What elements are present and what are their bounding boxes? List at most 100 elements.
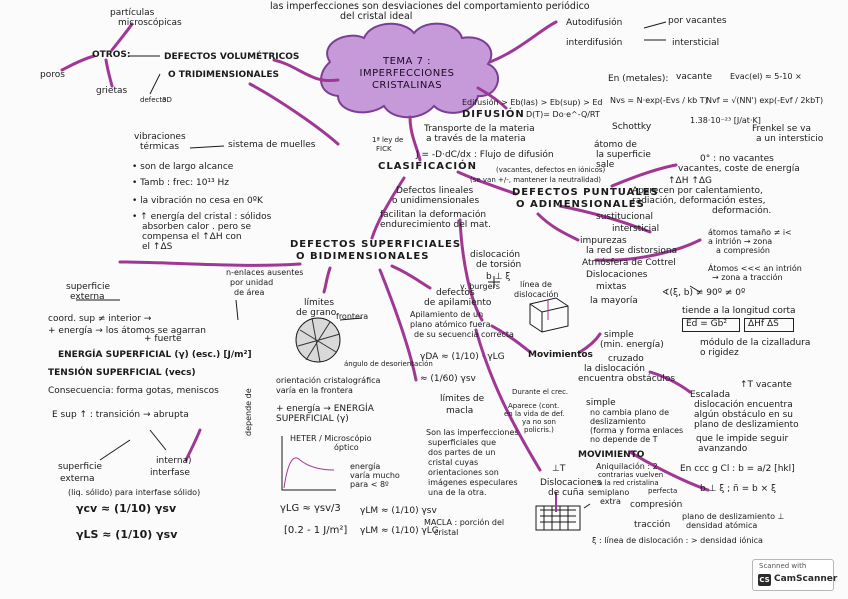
tension-superficial: TENSIÓN SUPERFICIAL (vecs) — [48, 368, 196, 378]
linea-label-1: línea de — [520, 280, 552, 289]
aparece-line-1: Aparece (cont. — [508, 402, 560, 410]
energia-mucho-3: para < 8º — [350, 480, 389, 489]
torsion-line-2: de torsión — [476, 260, 522, 270]
atomos-menores-2: → zona a tracción — [712, 273, 783, 282]
aniquilacion-line-3: a la red cristalina — [598, 479, 659, 487]
grain-boundary-sketch — [295, 317, 341, 363]
dislocation-cube-sketch — [529, 297, 569, 333]
compresion-label: compresión — [630, 500, 683, 510]
atomo-line-1: átomo de — [594, 140, 637, 150]
branch-puntuales-lower — [558, 204, 652, 234]
atomo-line-2: la superficie — [596, 150, 651, 160]
sup-externa-line-2: externa — [70, 292, 105, 302]
vacante-label: vacante — [676, 72, 713, 82]
ed-equation-2: ΔHf ΔS — [748, 319, 779, 329]
puntuales-title-2: O ADIMENSIONALES — [516, 199, 645, 210]
arrow-esup-interfase — [149, 429, 167, 451]
son-line-1: Son las imperfecciones — [426, 428, 519, 437]
branch-volumetricos-to-vibraciones — [248, 82, 340, 146]
superficiales-title-1: DEFECTOS SUPERFICIALES — [290, 239, 462, 250]
camscanner-logo-icon: CS — [758, 574, 771, 586]
arrow-esup-interna — [99, 439, 131, 461]
simple-b-line-2: no cambia plano de — [590, 408, 670, 417]
micro-label: 3D — [162, 96, 172, 104]
bullet-energia: • ↑ energía del cristal : sólidos — [132, 212, 272, 222]
atomos-tamano-3: a compresión — [716, 246, 770, 255]
energia-agarran-2: + fuerte — [144, 334, 182, 344]
ed-equation: Ed = Gb² — [686, 319, 727, 329]
no-vacantes-label: 0° : no vacantes — [700, 154, 774, 164]
sup-externa-b-2: externa — [60, 474, 95, 484]
simple-line-1: simple — [604, 330, 634, 340]
apilamiento-desc-2: plano atómico fuera — [410, 320, 491, 329]
branch-superf-to-apilamiento — [390, 264, 432, 290]
arrow-frontera — [339, 317, 363, 321]
microscopio-line-2: óptico — [334, 443, 359, 452]
simple-b-line-5: no depende de T — [590, 435, 658, 444]
atomo-line-3: sale — [596, 160, 615, 170]
cuna-line-2: de cuña — [548, 488, 584, 498]
delta-h-g-label: ↑ΔH ↑ΔG — [668, 176, 712, 186]
schottky-label: Schottky — [612, 122, 652, 132]
microscopicas-label: microscópicas — [118, 18, 182, 28]
aparecen-line-2: radiación, deformación estes, — [632, 196, 766, 206]
macla-title-2: macla — [446, 406, 474, 416]
aparecen-line-3: deformación. — [712, 206, 772, 216]
cruzado-line-1: cruzado — [608, 354, 644, 364]
son-line-7: una de la otra. — [428, 488, 487, 497]
header-line-1: las imperfecciones son desviaciones del … — [270, 1, 590, 12]
n-enlaces-line-2: por unidad — [230, 278, 274, 287]
gamma-lm-eq-2: γLM ≈ (1/10) γLG — [360, 526, 439, 536]
grietas-label: grietas — [96, 86, 128, 96]
apilamiento-desc-3: de su secuencia correcta — [414, 330, 514, 339]
fick-label: 1ª ley de — [372, 136, 404, 144]
ed-box-2 — [744, 318, 794, 332]
energia-mucho-2: varía mucho — [350, 471, 400, 480]
branch-cloud-to-autodifusion — [488, 20, 558, 64]
liq-sol-label: (liq. sólido) para interfase sólido) — [68, 488, 201, 497]
atomos-tamano-1: átomos tamaño ≠ i< — [708, 228, 792, 237]
title-line-1: TEMA 7 : IMPERFECCIONES — [359, 56, 455, 79]
branch-clasif-to-puntuales — [456, 170, 518, 196]
arrow-compresion — [583, 503, 591, 509]
branch-puntuales-to-impurezas — [536, 212, 580, 242]
son-line-2: superficiales que — [428, 438, 497, 447]
otros-label: OTROS: — [92, 50, 131, 60]
fick-label-2: FICK — [376, 145, 392, 153]
aparece-line-2: en la vida de def. — [504, 410, 565, 418]
sustitucional-label: sustitucional — [596, 212, 654, 222]
puntuales-title-1: DEFECTOS PUNTUALES — [512, 187, 659, 198]
perp-t-label: ⊥T — [552, 464, 566, 474]
branch-mov-to-simple — [578, 332, 602, 354]
branch-clasif-to-superficiales — [370, 176, 406, 240]
poros-label: poros — [40, 70, 65, 80]
bullet-largo-alcance: • son de largo alcance — [132, 162, 234, 172]
son-line-6: imágenes especulares — [428, 478, 518, 487]
gamma-lm-eq: γLM ≈ (1/10) γsv — [360, 506, 437, 516]
gamma-ls-eq: γLS ≈ (1/10) γsv — [76, 528, 178, 541]
impurezas-label: impurezas — [580, 236, 627, 246]
page-title: TEMA 7 : IMPERFECCIONES CRISTALINAS — [337, 56, 477, 92]
lineales-line-1: Defectos lineales — [396, 186, 474, 196]
aniquilacion-line-1: Aniquilación : 2 — [596, 462, 658, 471]
branch-superf-to-granos — [322, 266, 332, 294]
transporte-line-1: Transporte de la materia — [424, 124, 535, 134]
escalada-line-2: dislocación encuentra — [694, 400, 793, 410]
arrow-autodifusion-vacantes — [643, 21, 667, 29]
interfase-line-2: interna) — [156, 456, 192, 466]
difusion-energy-order: Edifusión > Eb(las) > Eb(sup) > Ed — [462, 98, 603, 107]
consecuencia-label: Consecuencia: forma gotas, meniscos — [48, 386, 219, 396]
arrow-vibraciones — [189, 145, 225, 149]
apilamiento-title-1: defectos — [436, 288, 475, 298]
bullet-energia-b: absorben calor . pero se — [142, 222, 252, 232]
coord-label: coord. sup ≠ interior → — [48, 314, 152, 324]
clasificacion-node: CLASIFICACIÓN — [378, 161, 477, 172]
ccc-equation: En ccc g Cl : b = a/2 [hkl] — [680, 464, 795, 474]
b-vs-label: b ⊥ ξ ; ñ = b × ξ — [700, 484, 777, 494]
simple-b-line-4: (forma y forma enlaces — [590, 426, 684, 435]
branch-superf-to-macla — [378, 268, 418, 382]
metales-label: En (metales): — [608, 74, 669, 84]
angle-label: ∢(ξ, b) ≠ 90º ≠ 0º — [662, 288, 746, 298]
mixtas-line-1: Dislocaciones — [586, 270, 648, 280]
